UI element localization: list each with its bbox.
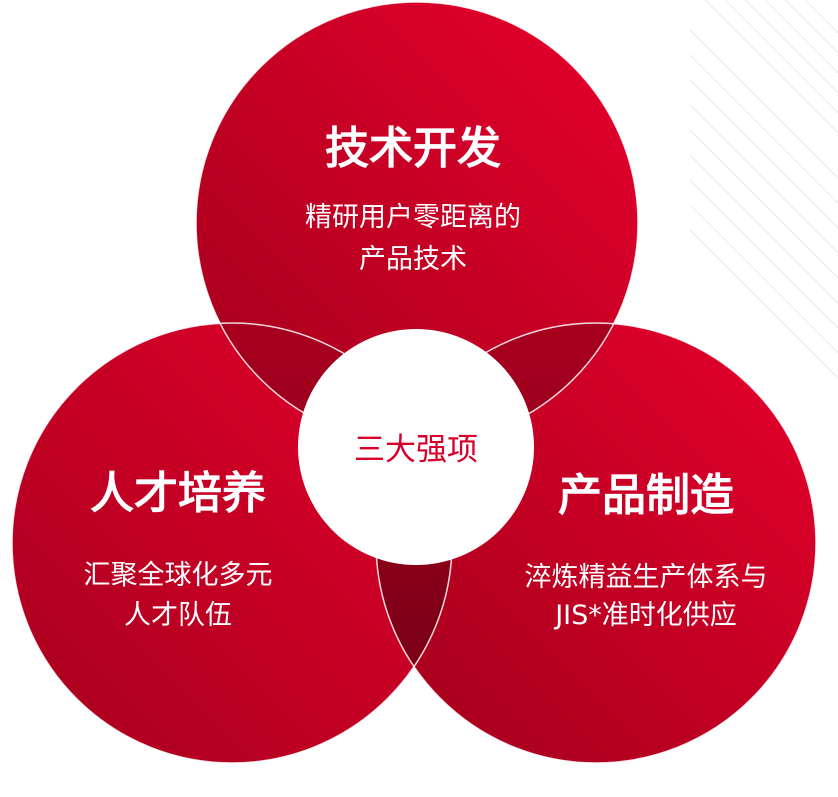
top-line-1: 精研用户零距离的 [305,202,521,233]
background-stripes [689,0,838,379]
top-title: 技术开发 [325,123,501,174]
left-title: 人才培养 [90,468,266,519]
left-line-2: 人才队伍 [124,600,232,631]
right-title: 产品制造 [558,470,734,521]
left-line-1: 汇聚全球化多元 [84,560,273,591]
right-line-1: 淬炼精益生产体系与 [525,562,768,593]
top-line-2: 产品技术 [359,244,467,275]
right-line-2: JIS*准时化供应 [553,600,737,631]
center-disc [298,329,534,565]
center-label: 三大强项 [354,432,478,468]
